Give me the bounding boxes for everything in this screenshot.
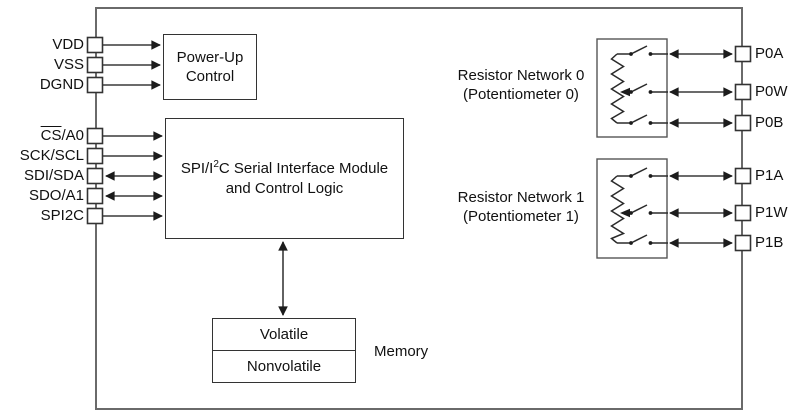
- pin-label-p1a: P1A: [755, 167, 784, 184]
- resistor-network-1-line1: Resistor Network 1: [457, 189, 585, 206]
- serial-interface-line1: SPI/I2C Serial Interface Module: [181, 159, 388, 179]
- pin-label-vdd: VDD: [12, 36, 84, 54]
- serial-interface-block: SPI/I2C Serial Interface Module and Cont…: [165, 118, 404, 239]
- pin-label-p1w: P1W: [755, 204, 788, 221]
- pin-label-spi2c: SPI2C: [12, 207, 84, 225]
- pin-label-sck-scl: SCK/SCL: [12, 147, 84, 165]
- memory-block: Volatile Nonvolatile: [212, 318, 356, 383]
- pin-label-p0b: P0B: [755, 114, 784, 131]
- serial-interface-post: C Serial Interface Module: [218, 159, 389, 177]
- pin-label-sdi-sda: SDI/SDA: [12, 167, 84, 185]
- memory-cell-volatile: Volatile: [213, 319, 355, 351]
- pin-label-dgnd: DGND: [12, 76, 84, 94]
- pin-label-spi2c-text: SPI2C: [40, 207, 84, 224]
- pin-label-sck-scl-text: SCK/SCL: [19, 147, 84, 164]
- pin-label-cs-a0: CS/A0: [12, 127, 84, 145]
- pin-label-sdo-a1: SDO/A1: [12, 187, 84, 205]
- pin-label-vss-text: VSS: [53, 56, 84, 73]
- power-up-control-block: Power-Up Control: [163, 34, 257, 100]
- memory-cell-nonvolatile: Nonvolatile: [246, 358, 322, 375]
- pin-label-vss: VSS: [12, 56, 84, 74]
- pin-label-sdo-a1-text: SDO/A1: [28, 187, 84, 204]
- resistor-network-0-line1: Resistor Network 0: [457, 67, 585, 84]
- power-up-line2: Control: [185, 68, 235, 85]
- serial-interface-line2: and Control Logic: [225, 179, 344, 197]
- power-up-line1: Power-Up: [176, 49, 244, 66]
- resistor-network-0-label: Resistor Network 0 (Potentiometer 0): [441, 66, 601, 104]
- pin-label-vdd-text: VDD: [52, 36, 84, 53]
- pin-label-cs-a0-overline: CS: [40, 127, 62, 144]
- pin-label-sdi-sda-text: SDI/SDA: [23, 167, 84, 184]
- resistor-network-1-line2: (Potentiometer 1): [463, 208, 579, 225]
- pin-label-dgnd-text: DGND: [39, 76, 84, 93]
- serial-interface-pre: SPI/I: [180, 159, 214, 177]
- resistor-network-1-label: Resistor Network 1 (Potentiometer 1): [441, 188, 601, 226]
- pin-label-p0w: P0W: [755, 83, 788, 100]
- pin-label-cs-a0-text: /A0: [61, 127, 84, 144]
- memory-label: Memory: [374, 343, 429, 360]
- pin-label-p0a: P0A: [755, 45, 784, 62]
- pin-label-p1b: P1B: [755, 234, 784, 251]
- resistor-network-0-line2: (Potentiometer 0): [463, 86, 579, 103]
- serial-interface-sup: 2: [213, 158, 219, 170]
